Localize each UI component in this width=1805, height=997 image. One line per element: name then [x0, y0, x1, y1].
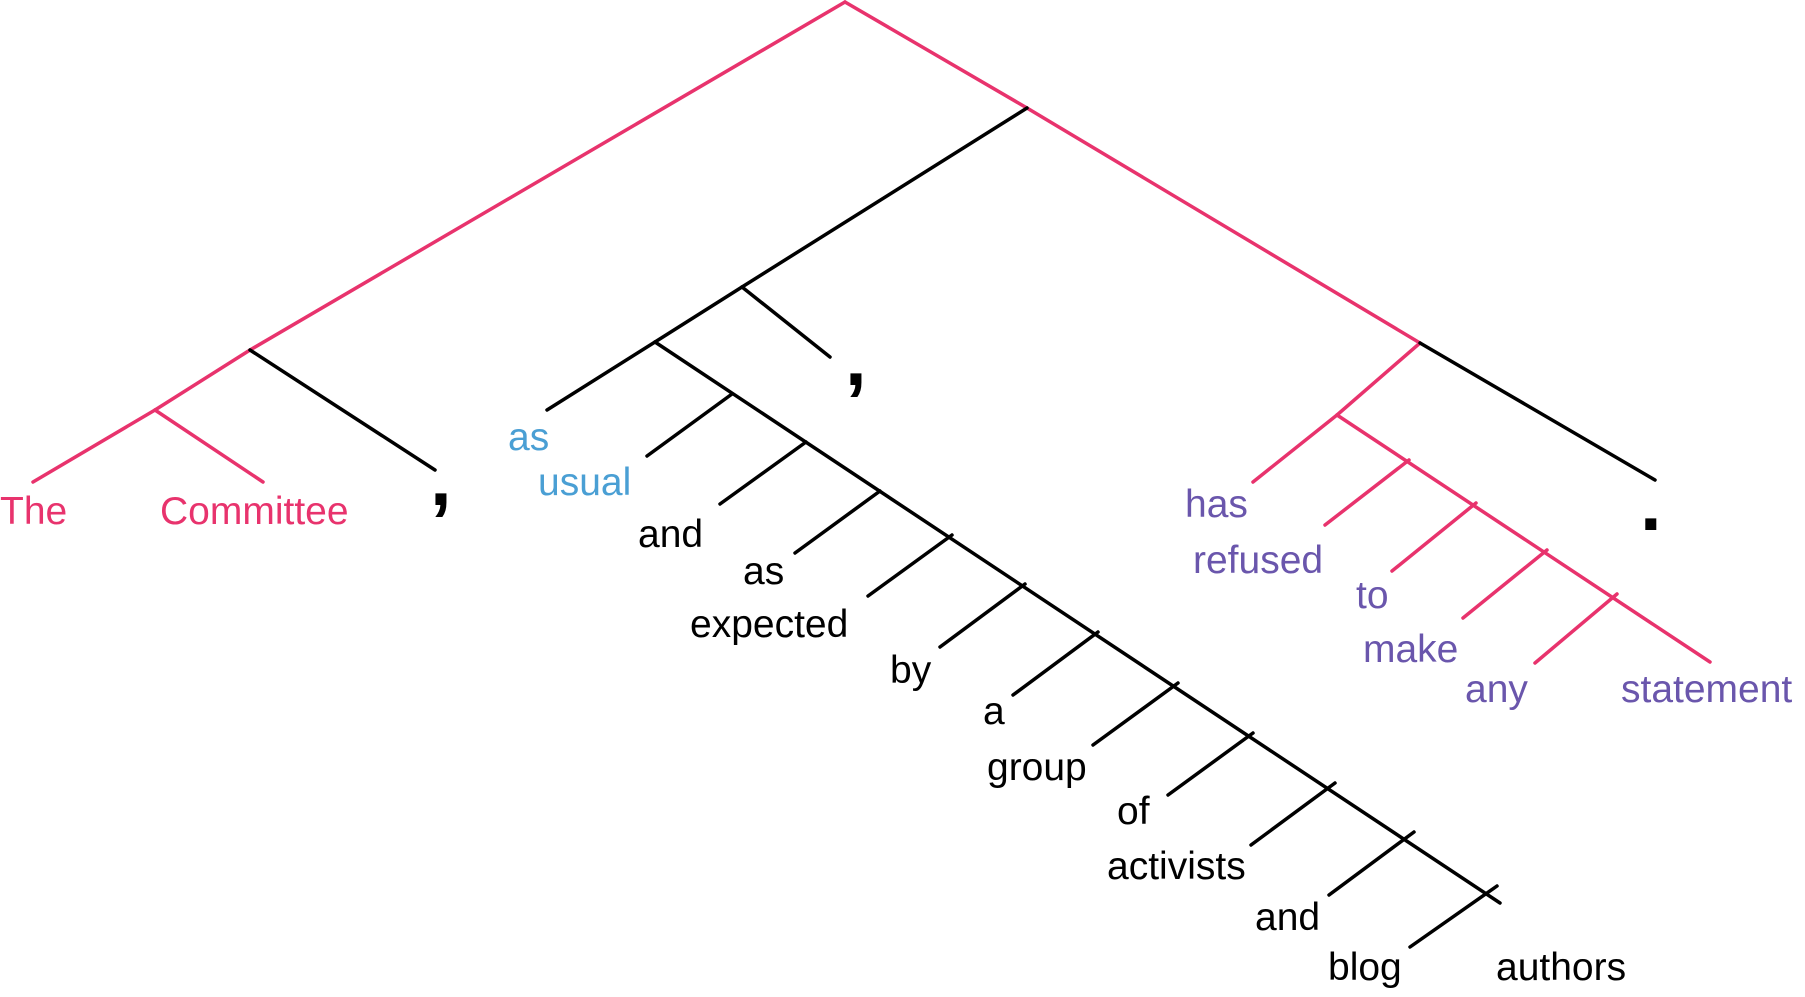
- word-expected: expected: [690, 603, 848, 646]
- word-a: a: [983, 690, 1005, 733]
- comma-1: ,: [430, 434, 452, 522]
- predicate-words: has refused to make any statement: [1185, 483, 1792, 711]
- predicate-edges: [1251, 341, 1712, 665]
- comma-1-edge: [248, 348, 437, 472]
- word-has: has: [1185, 483, 1248, 526]
- word-and-2: and: [1255, 896, 1320, 939]
- word-statement: statement: [1621, 668, 1792, 711]
- word-and: and: [638, 513, 703, 556]
- parenthetical-edges: [545, 106, 1502, 949]
- word-of: of: [1117, 790, 1150, 833]
- word-any: any: [1465, 668, 1528, 711]
- comma-2: ,: [845, 314, 867, 402]
- period-edge: [1418, 341, 1657, 482]
- subject-edges: [31, 0, 847, 484]
- period: .: [1640, 459, 1662, 547]
- word-refused: refused: [1193, 539, 1323, 582]
- word-by: by: [890, 649, 932, 692]
- word-committee: Committee: [160, 490, 349, 533]
- word-authors: authors: [1496, 946, 1626, 989]
- word-as-2: as: [743, 550, 784, 593]
- word-blog: blog: [1328, 946, 1402, 989]
- word-usual: usual: [538, 461, 631, 504]
- word-group: group: [987, 746, 1087, 789]
- word-the: The: [0, 490, 67, 533]
- word-activists: activists: [1107, 845, 1246, 888]
- word-to: to: [1356, 574, 1389, 617]
- spine-edges: [843, 0, 1422, 345]
- subject-words: The Committee: [0, 490, 349, 533]
- coordination-words: and as expected by a group of activists …: [638, 513, 1626, 989]
- word-make: make: [1363, 628, 1458, 671]
- adverbial-words: as usual: [508, 416, 631, 504]
- word-as: as: [508, 416, 549, 459]
